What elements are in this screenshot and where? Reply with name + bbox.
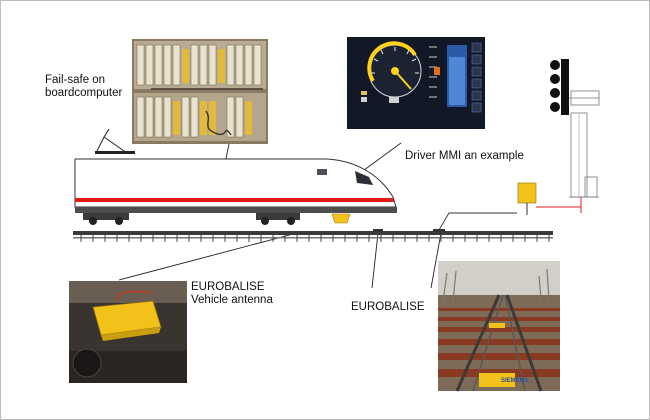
ice-train-icon xyxy=(74,128,397,225)
railway-track xyxy=(73,229,553,242)
vehicle-antenna-photo xyxy=(69,281,187,383)
driver-mmi-label: Driver MMI an example xyxy=(405,150,524,162)
vehicle-antenna-label-line1: EUROBALISE xyxy=(191,281,265,293)
failsafe-label-line2: boardcomputer xyxy=(45,87,123,99)
railway-signal-icon xyxy=(550,59,600,213)
lineside-encoder-icon xyxy=(517,182,581,215)
balise-cable xyxy=(438,212,517,231)
track-balise-1 xyxy=(373,229,383,232)
track-eurobalise-label: EUROBALISE xyxy=(351,301,425,313)
track-balise-2 xyxy=(433,229,445,232)
boardcomputer-photo xyxy=(132,39,268,144)
siemens-mark: SIEMENS xyxy=(501,378,529,384)
vehicle-antenna-label-line2: Vehicle antenna xyxy=(191,294,273,306)
track-balise-photo xyxy=(438,261,560,392)
failsafe-label-line1: Fail-safe on xyxy=(45,74,106,86)
driver-mmi-screen xyxy=(347,37,485,129)
